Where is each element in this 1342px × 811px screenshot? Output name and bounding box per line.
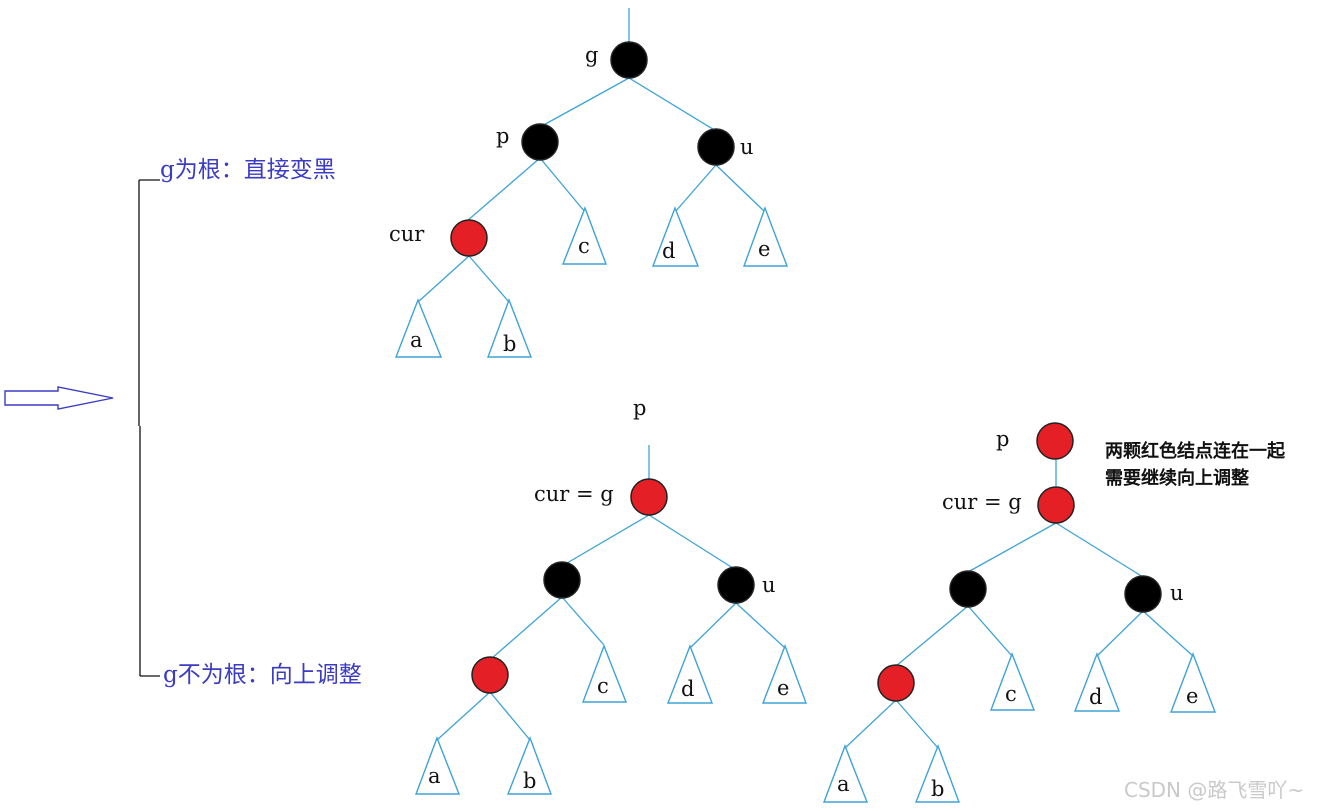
edge-g-left (967, 522, 1057, 573)
subtree-b (486, 298, 533, 358)
subtree-d (1073, 652, 1121, 712)
label-cur: cur (389, 222, 425, 246)
label-u: u (740, 135, 754, 159)
subtree-c (989, 652, 1036, 711)
leaf-a: a (428, 764, 441, 788)
subtree-a (822, 744, 869, 803)
label-p: p (496, 124, 509, 148)
leaf-c: c (597, 674, 609, 698)
note-line-2: 需要继续向上调整 (1105, 467, 1249, 489)
leaf-b: b (503, 332, 516, 356)
leaf-c: c (1005, 682, 1017, 706)
edge-g-u (628, 77, 717, 132)
label-p: p (996, 427, 1009, 451)
leaf-d: d (1089, 685, 1102, 709)
subtree-e (761, 644, 808, 704)
edge-left-c (967, 605, 1013, 657)
leaf-e: e (758, 237, 770, 261)
label-p: p (633, 396, 646, 420)
edge-u-d (689, 602, 737, 649)
edge-g-u (648, 514, 737, 571)
double-right-arrow-icon (4, 386, 114, 410)
tree-top: g p u cur a b c d e (389, 8, 789, 358)
node-u (717, 566, 755, 604)
edge-u-e (735, 602, 786, 649)
label-g: g (585, 43, 598, 67)
edge-red-b (489, 691, 531, 741)
edge-red-a (844, 699, 897, 749)
caption-non-root-case: g不为根：向上调整 (163, 662, 362, 688)
edge-left-red (490, 596, 563, 660)
edge-g-left (561, 514, 650, 567)
leaf-b: b (523, 769, 536, 793)
edge-u-e (715, 164, 766, 213)
edge-p-c (539, 157, 586, 213)
subtree-a (394, 298, 443, 358)
edge-cur-b (468, 255, 510, 303)
node-u (697, 128, 735, 166)
subtree-a (414, 736, 461, 795)
node-p-red (1036, 422, 1074, 460)
node-cur-g (630, 478, 668, 516)
subtree-d (666, 644, 714, 704)
edge-g-p (539, 77, 630, 128)
leaf-e: e (777, 676, 789, 700)
leaf-a: a (837, 772, 850, 796)
node-red-child (877, 664, 915, 702)
tree-bottom-left: p cur = g u a b c d e (414, 396, 808, 795)
node-g (610, 41, 648, 79)
caption-root-case: g为根：直接变黑 (160, 157, 336, 183)
edge-u-e (1142, 610, 1194, 657)
subtree-c (581, 644, 628, 703)
edge-u-d (1096, 610, 1144, 657)
node-red-child (471, 656, 509, 694)
leaf-a: a (410, 328, 423, 352)
subtree-b (506, 736, 553, 795)
leaf-e: e (1186, 684, 1198, 708)
label-cur-g: cur = g (534, 482, 614, 506)
subtree-c (561, 206, 608, 265)
node-cur (450, 219, 488, 257)
subtree-d (651, 206, 700, 267)
edge-left-c (561, 596, 605, 646)
label-u: u (1170, 581, 1184, 605)
note-line-1: 两颗红色结点连在一起 (1105, 440, 1286, 462)
node-cur-g (1037, 486, 1075, 524)
leaf-d: d (662, 239, 675, 263)
node-u (1124, 575, 1162, 613)
edge-g-u (1055, 522, 1144, 578)
label-cur-g: cur = g (942, 490, 1022, 514)
subtree-e (743, 205, 789, 267)
tree-bottom-right: p cur = g u 两颗红色结点连在一起 需要继续向上调整 a b c d … (822, 422, 1286, 803)
watermark: CSDN @路飞雪吖~ (1124, 778, 1304, 802)
subtree-b (914, 744, 961, 803)
edge-p-cur (466, 157, 541, 222)
edge-left-red (895, 605, 969, 667)
edge-red-a (436, 691, 491, 741)
subtree-e (1169, 652, 1217, 713)
edge-red-b (895, 699, 939, 749)
edge-cur-a (417, 255, 470, 303)
case-bracket (138, 179, 160, 677)
leaf-b: b (931, 777, 944, 801)
edge-u-d (674, 164, 717, 213)
label-u: u (762, 573, 776, 597)
leaf-c: c (578, 234, 590, 258)
node-left-black (949, 570, 987, 608)
node-p (521, 123, 559, 161)
node-left-black (543, 561, 581, 599)
leaf-d: d (681, 677, 694, 701)
